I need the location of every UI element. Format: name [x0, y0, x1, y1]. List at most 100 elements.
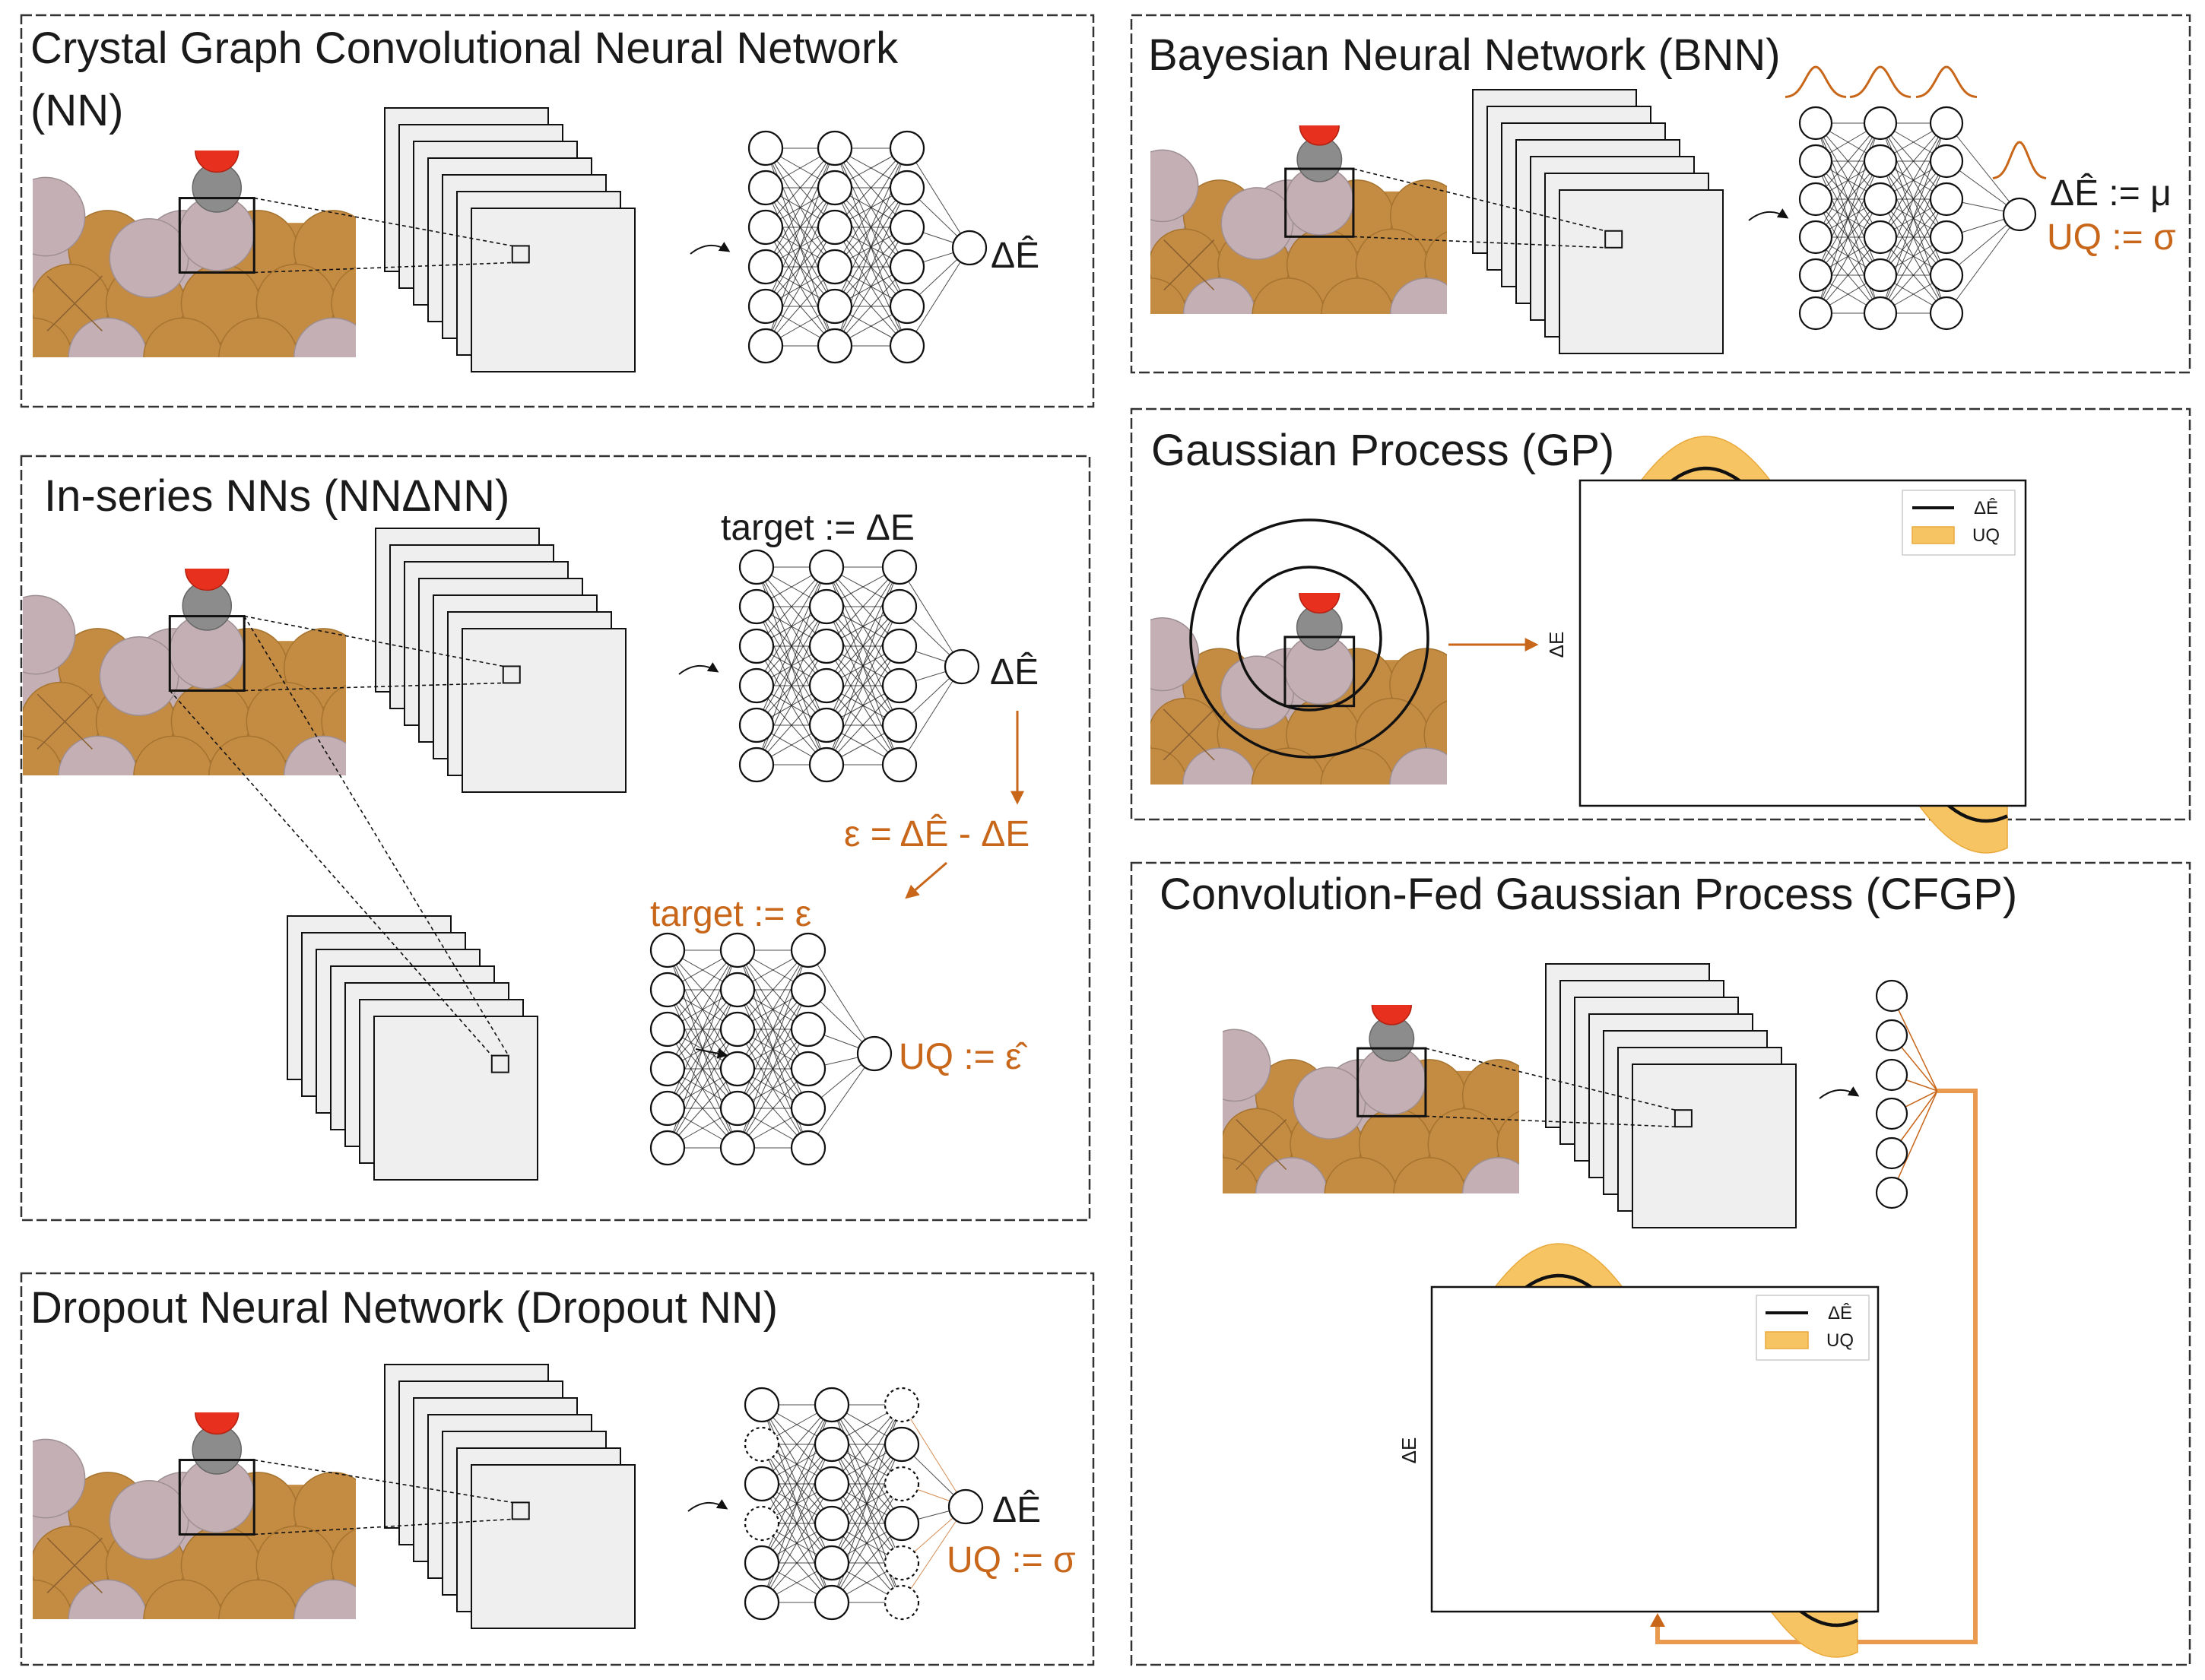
substrate-atom: [1324, 1157, 1398, 1193]
node: [808, 588, 845, 625]
receptive-field-box: [168, 615, 246, 692]
gaussian-weight-distribution: [1992, 141, 2047, 179]
node: [744, 1387, 780, 1423]
node: [889, 130, 925, 166]
substrate-atom: [1045, 648, 1118, 721]
bnn-panel-frame: [1130, 14, 2191, 374]
cfgp-feed-path: [1655, 1089, 1978, 1644]
node: [814, 1466, 850, 1502]
node: [1798, 296, 1833, 331]
node: [881, 588, 918, 625]
target-arrow: [905, 861, 947, 899]
flow-arrow: [690, 242, 731, 255]
feature-map: [462, 628, 627, 793]
inseries-residual-label: ε = ΔÊ - ΔE: [844, 814, 1030, 854]
gp-legend-mean: ΔÊ: [1974, 498, 1998, 518]
substrate-atom: [1252, 277, 1325, 314]
node: [817, 249, 853, 285]
feature-node: [1875, 1019, 1908, 1052]
substrate-atom: [1321, 277, 1394, 314]
substrate-atom: [1045, 278, 1117, 350]
node: [1863, 106, 1898, 141]
substrate-atom-light: [68, 317, 148, 357]
node: [649, 1011, 686, 1048]
node: [889, 249, 925, 285]
node: [808, 707, 845, 743]
feature-node: [1875, 1058, 1908, 1092]
node: [1929, 258, 1964, 293]
node: [814, 1505, 850, 1542]
substrate-atom: [1223, 1157, 1259, 1193]
substrate-atom: [1223, 1133, 1225, 1156]
bnn-output2-label: UQ := σ: [2047, 217, 2176, 258]
substrate-atom: [1150, 277, 1187, 314]
dropped-node: [884, 1387, 920, 1423]
neural-network: [744, 1387, 984, 1621]
oxygen-atom: [195, 1412, 240, 1435]
surface-atom: [99, 636, 179, 716]
inseries-output1-label: ΔÊ: [990, 652, 1039, 693]
node: [881, 549, 918, 585]
surface-atom: [33, 176, 86, 257]
node: [1863, 220, 1898, 255]
substrate-atom-light: [1389, 277, 1447, 314]
neural-network: [738, 549, 980, 783]
cfgp-ylabel: ΔE: [1398, 1438, 1420, 1464]
node: [1798, 106, 1833, 141]
substrate-atom-light: [293, 1579, 356, 1619]
gaussian-weight-distribution: [1785, 65, 1847, 99]
node: [790, 932, 826, 968]
node: [808, 549, 845, 585]
gp-kernel-radius-outer: [1189, 518, 1429, 759]
node: [719, 972, 756, 1008]
substrate-atom: [1493, 699, 1566, 772]
feature-pixel: [502, 665, 521, 684]
cfgp-legend-mean: ΔÊ: [1828, 1303, 1852, 1323]
oxygen-atom: [1299, 593, 1340, 614]
cfgp-legend: ΔÊ UQ: [1756, 1295, 1870, 1361]
substrate-atom: [33, 1579, 73, 1619]
node: [649, 1130, 686, 1166]
dropout-output2-label: UQ := σ: [947, 1540, 1076, 1580]
substrate-atom: [1150, 253, 1153, 277]
skip-arrow: [695, 1048, 728, 1059]
adsorbate-surface-image: [1045, 125, 1447, 350]
dropout-output1-label: ΔÊ: [992, 1490, 1041, 1530]
feature-vector: [1875, 979, 1938, 1209]
flow-arrow: [1819, 1086, 1860, 1099]
substrate-atom: [208, 735, 288, 775]
surface-atom: [109, 218, 189, 298]
gp-kernel-radius-inner: [1236, 566, 1382, 712]
node: [881, 707, 918, 743]
node: [1798, 258, 1833, 293]
substrate-atom: [1118, 1158, 1189, 1229]
node: [649, 972, 686, 1008]
node: [744, 1584, 780, 1621]
output-node: [947, 1488, 984, 1525]
gp-title: Gaussian Process (GP): [1151, 426, 1614, 475]
node: [747, 328, 784, 364]
node: [1798, 144, 1833, 179]
feature-map: [471, 1464, 636, 1629]
feature-node: [1875, 1136, 1908, 1170]
substrate-atom: [1320, 747, 1394, 785]
node: [649, 1051, 686, 1087]
node: [1798, 182, 1833, 217]
node: [817, 130, 853, 166]
inseries-panel-frame: [20, 455, 1091, 1222]
convolution-feature-maps: [1353, 89, 1724, 354]
node: [744, 1466, 780, 1502]
node: [881, 628, 918, 664]
node: [747, 130, 784, 166]
dropped-node: [744, 1505, 780, 1542]
node: [719, 1130, 756, 1166]
node: [790, 1130, 826, 1166]
substrate-atom: [1045, 748, 1118, 821]
flow-arrow: [678, 662, 719, 675]
substrate-atom: [1045, 180, 1117, 252]
node: [814, 1545, 850, 1581]
node: [814, 1387, 850, 1423]
neural-network: [649, 932, 893, 1166]
surface-atom: [1293, 1067, 1366, 1140]
node: [1929, 182, 1964, 217]
